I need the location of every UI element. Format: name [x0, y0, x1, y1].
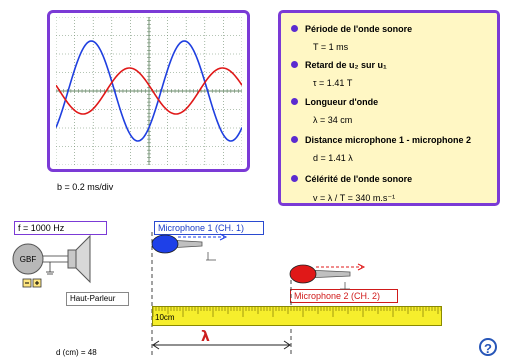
speaker-icon [67, 249, 77, 269]
wavelength-heading: Longueur d'onde [291, 97, 378, 107]
generator-icon[interactable] [12, 243, 44, 275]
speaker-label: Haut-Parleur [66, 292, 129, 306]
speed-heading: Célérité de l'onde sonore [291, 174, 412, 184]
microphone-1[interactable] [151, 234, 216, 261]
bullet-icon [291, 25, 298, 32]
bullet-icon [291, 175, 298, 182]
ruler-start-label: 10cm [155, 313, 175, 322]
timebase-label: b = 0.2 ms/div [57, 182, 114, 192]
ruler[interactable]: 10cm [152, 306, 442, 326]
microphone-2[interactable] [289, 264, 351, 290]
generator-label: GBF [20, 255, 37, 264]
oscilloscope-screen [47, 10, 250, 172]
measurement-drawing: λ [151, 232, 366, 356]
generator-speaker-drawing: GBF [12, 234, 91, 288]
frequency-display[interactable]: f = 1000 Hz [14, 221, 107, 235]
period-heading: Période de l'onde sonore [291, 24, 412, 34]
oscilloscope-traces [56, 17, 242, 165]
distance-heading: Distance microphone 1 - microphone 2 [291, 135, 471, 145]
ruler-ticks [153, 307, 441, 317]
delay-heading: Retard de u₂ sur u₁ [291, 60, 387, 70]
speed-value: v = λ / T = 340 m.s⁻¹ [313, 193, 396, 203]
delay-value: τ = 1.41 T [313, 78, 353, 88]
microphone-1-label: Microphone 1 (CH. 1) [154, 221, 264, 235]
distance-value: d = 1.41 λ [313, 153, 353, 163]
bullet-icon [291, 136, 298, 143]
bullet-icon [291, 98, 298, 105]
help-icon[interactable]: ? [479, 338, 497, 356]
wavelength-value: λ = 34 cm [313, 115, 353, 125]
channel-2-trace [56, 67, 242, 115]
channel-1-trace [56, 40, 242, 142]
results-panel: Période de l'onde sonore T = 1 ms Retard… [278, 10, 500, 206]
distance-readout: d (cm) = 48 [56, 348, 97, 357]
bullet-icon [291, 61, 298, 68]
period-value: T = 1 ms [313, 42, 349, 52]
lambda-label: λ [201, 329, 210, 345]
